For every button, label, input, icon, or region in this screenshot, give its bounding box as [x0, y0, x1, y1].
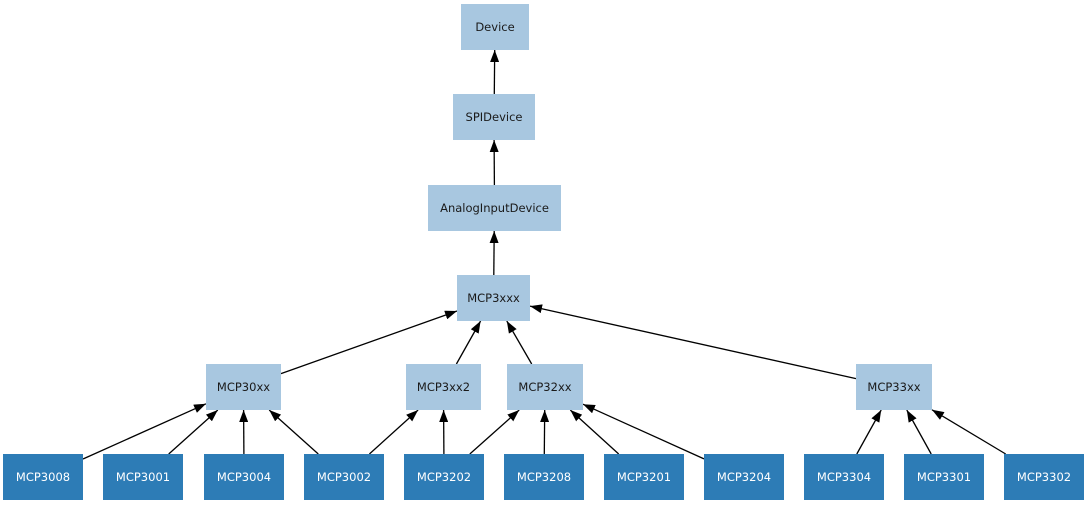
node-SPIDevice: SPIDevice [453, 94, 535, 140]
node-label: MCP3304 [817, 470, 871, 484]
node-MCP3302: MCP3302 [1004, 454, 1084, 500]
edge-MCP3204-MCP32xx [582, 403, 705, 460]
node-label: MCP3002 [317, 470, 371, 484]
edge-MCP3001-MCP30xx [168, 409, 219, 455]
node-box [1004, 454, 1084, 500]
node-label: MCP3xxx [467, 291, 520, 305]
node-label: MCP3201 [617, 470, 671, 484]
node-box [206, 364, 281, 410]
node-MCP3201: MCP3201 [604, 454, 684, 500]
node-label: MCP3008 [16, 470, 70, 484]
node-box [461, 4, 529, 50]
node-label: MCP30xx [217, 380, 270, 394]
node-MCP3301: MCP3301 [904, 454, 984, 500]
node-MCP3202: MCP3202 [404, 454, 484, 500]
node-MCP3004: MCP3004 [204, 454, 284, 500]
node-box [428, 185, 561, 231]
node-label: MCP3202 [417, 470, 471, 484]
node-box [103, 454, 183, 500]
node-box [904, 454, 984, 500]
edge-MCP3008-MCP30xx [82, 403, 207, 460]
node-label: MCP3302 [1017, 470, 1071, 484]
node-box [804, 454, 884, 500]
edge-MCP30xx-MCP3xxx [280, 310, 458, 375]
edge-MCP33xx-MCP3xxx [529, 304, 857, 380]
node-box [457, 275, 530, 321]
node-MCP3204: MCP3204 [704, 454, 784, 500]
edge-MCP3xx2-MCP3xxx [455, 320, 482, 365]
edge-MCP3002-MCP30xx [268, 409, 319, 455]
node-Device: Device [461, 4, 529, 50]
node-label: AnalogInputDevice [440, 201, 549, 215]
edge-MCP32xx-MCP3xxx [506, 320, 533, 365]
node-label: MCP33xx [867, 380, 920, 394]
node-box [507, 364, 583, 410]
node-label: MCP3xx2 [417, 380, 470, 394]
node-box [3, 454, 83, 500]
node-MCP3208: MCP3208 [504, 454, 584, 500]
edge-MCP3202-MCP32xx [469, 409, 520, 455]
node-label: MCP3208 [517, 470, 571, 484]
node-MCP3xxx: MCP3xxx [457, 275, 530, 321]
node-box [453, 94, 535, 140]
node-MCP3008: MCP3008 [3, 454, 83, 500]
edge-MCP3201-MCP32xx [569, 409, 620, 455]
node-MCP30xx: MCP30xx [206, 364, 281, 410]
node-MCP3001: MCP3001 [103, 454, 183, 500]
node-label: MCP3004 [217, 470, 271, 484]
node-label: SPIDevice [466, 110, 523, 124]
node-AnalogInputDevice: AnalogInputDevice [428, 185, 561, 231]
node-box [504, 454, 584, 500]
edge-MCP3304-MCP33xx [856, 409, 882, 455]
node-box [406, 364, 481, 410]
node-box [704, 454, 784, 500]
node-MCP3xx2: MCP3xx2 [406, 364, 481, 410]
node-MCP32xx: MCP32xx [507, 364, 583, 410]
node-box [404, 454, 484, 500]
node-box [204, 454, 284, 500]
edge-MCP3302-MCP33xx [931, 409, 1007, 455]
node-MCP33xx: MCP33xx [856, 364, 932, 410]
edge-MCP3301-MCP33xx [906, 409, 932, 455]
node-label: MCP32xx [518, 380, 571, 394]
node-box [304, 454, 384, 500]
node-label: Device [475, 20, 514, 34]
node-box [856, 364, 932, 410]
node-label: MCP3204 [717, 470, 771, 484]
node-label: MCP3001 [116, 470, 170, 484]
node-box [604, 454, 684, 500]
node-label: MCP3301 [917, 470, 971, 484]
node-MCP3002: MCP3002 [304, 454, 384, 500]
node-MCP3304: MCP3304 [804, 454, 884, 500]
edge-MCP3002-MCP3xx2 [368, 409, 419, 455]
